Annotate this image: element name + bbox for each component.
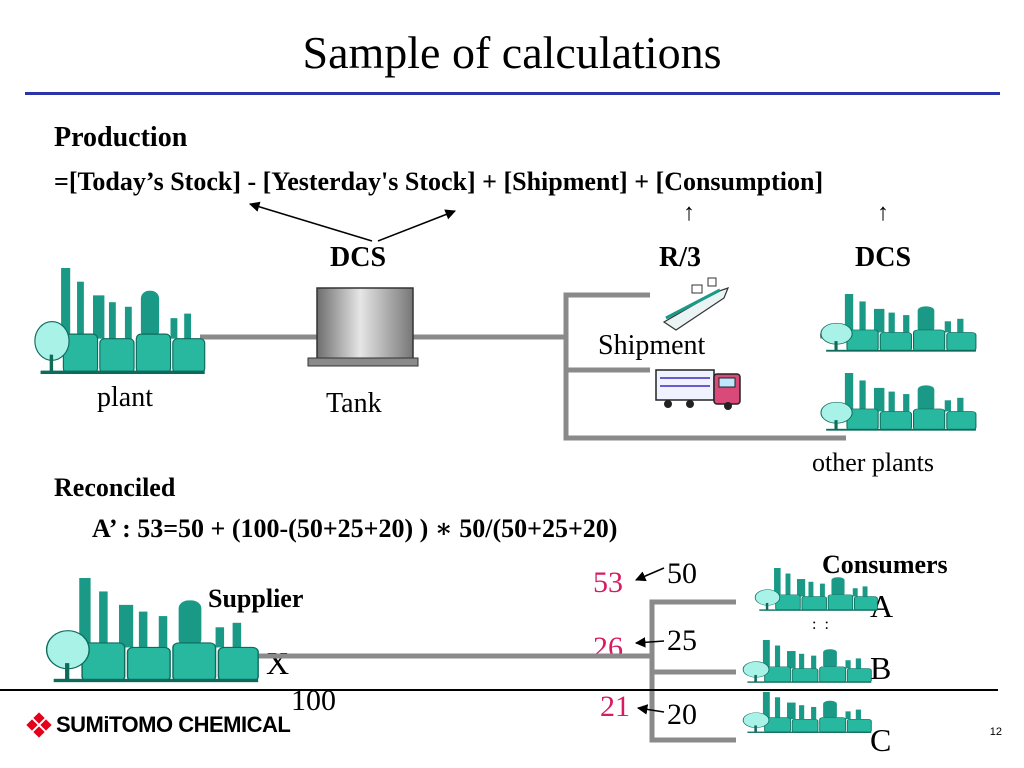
- tank-label: Tank: [326, 388, 382, 419]
- truck-icon: [655, 369, 741, 410]
- consumer-b-measured: 25: [667, 624, 697, 657]
- production-formula: =[Today’s Stock] - [Yesterday's Stock] +…: [54, 167, 824, 196]
- supplier-label: Supplier: [208, 584, 304, 613]
- reconciled-heading: Reconciled: [54, 473, 176, 502]
- tank-icon: [307, 287, 419, 367]
- ship-icon: [662, 277, 730, 331]
- plant-label: plant: [97, 382, 153, 413]
- plant-icon: [742, 691, 872, 734]
- plant-icon: [820, 293, 977, 353]
- title-divider: [25, 92, 1000, 95]
- plant-icon: [754, 567, 878, 612]
- plant-icon: [34, 267, 206, 375]
- plant-icon: [45, 577, 259, 683]
- plant-icon: [742, 639, 872, 684]
- consumers-heading: Consumers: [822, 550, 948, 579]
- equation-suffix: 50/(50+25+20): [452, 514, 618, 543]
- source-dcs-left: DCS: [330, 242, 387, 273]
- consumer-c-measured: 20: [667, 698, 697, 731]
- slide-title: Sample of calculations: [302, 27, 722, 78]
- consumer-b-name: B: [870, 650, 892, 686]
- equation-prefix: A’ : 53=50 + (100-(50+25+20) ): [92, 514, 435, 543]
- other-plants-label: other plants: [812, 448, 935, 477]
- consumer-a-reconciled: 53: [593, 566, 623, 599]
- consumer-c-reconciled: 21: [600, 690, 630, 723]
- shipment-label: Shipment: [598, 330, 706, 361]
- logo-mark-icon: [26, 712, 52, 738]
- production-heading: Production: [54, 122, 188, 153]
- consumer-a-measured: 50: [667, 557, 697, 590]
- page-number: 12: [989, 726, 1002, 738]
- company-logo: SUMiTOMO CHEMICAL: [26, 712, 291, 738]
- logo-text: SUMiTOMO CHEMICAL: [56, 712, 291, 737]
- source-dcs-right: DCS: [855, 242, 912, 273]
- arrow-up-shipment: ↑: [683, 200, 695, 226]
- arrow-up-consumption: ↑: [877, 200, 889, 226]
- consumer-c-name: C: [870, 722, 892, 758]
- plant-icon: [820, 372, 977, 432]
- source-r3: R/3: [659, 242, 701, 273]
- multiply-symbol: ∗: [434, 514, 453, 543]
- reconciled-equation: A’ : 53=50 + (100-(50+25+20) ) ∗ 50/(50+…: [92, 514, 617, 544]
- consumer-ellipsis: : :: [812, 616, 831, 633]
